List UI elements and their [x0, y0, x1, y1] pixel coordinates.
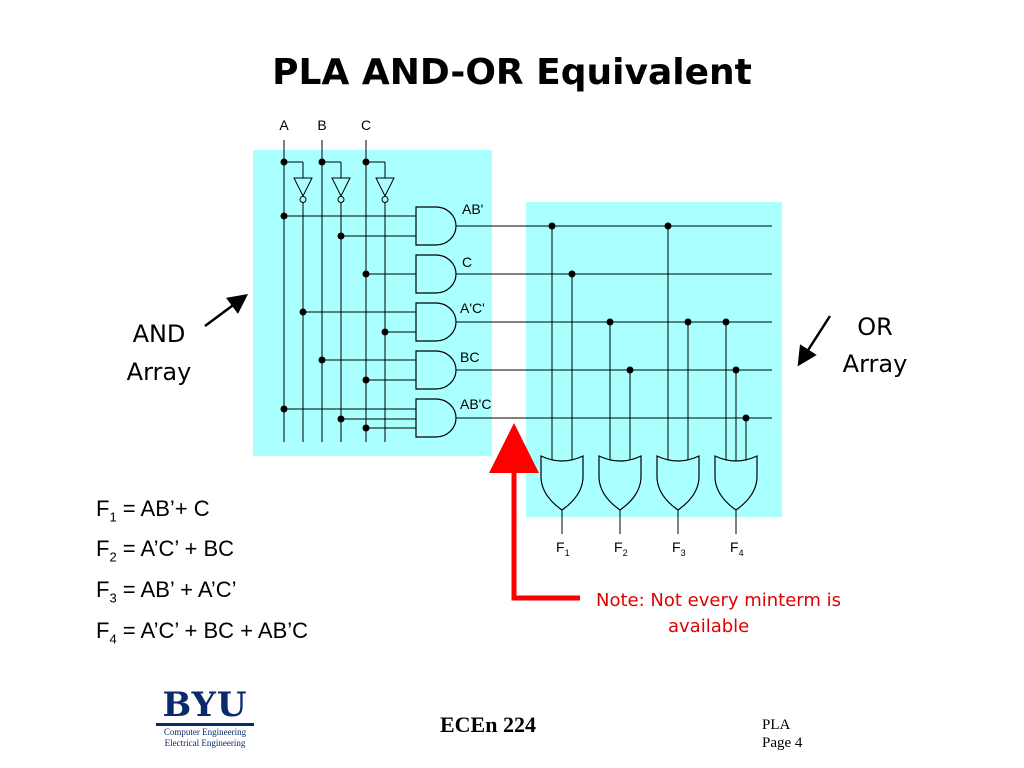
and-connection-dots — [280, 212, 389, 432]
and-gate-1-icon — [415, 206, 457, 246]
logo-dept-2: Electrical Engineering — [164, 738, 246, 748]
and-gate-5-icon — [415, 398, 457, 438]
course-name: ECEn 224 — [440, 712, 536, 737]
note-text: Note: Not every minterm is available — [596, 588, 916, 640]
or-array-pointer-arrow — [797, 315, 832, 367]
byu-logo: BYU Computer Engineering Electrical Engi… — [150, 688, 260, 754]
and-gate-2-icon — [415, 254, 457, 294]
equation-f2: F2 = A’C’ + BC — [96, 536, 235, 565]
page-number: Page 4 — [762, 735, 803, 751]
or-gate-3-icon — [656, 455, 700, 511]
or-array-label-line2: Array — [843, 350, 908, 378]
and-array-pointer-arrow — [204, 294, 249, 328]
and-gate-3-icon — [415, 302, 457, 342]
equation-f3: F3 = AB’ + A’C’ — [96, 577, 237, 606]
product-lines — [456, 225, 772, 419]
equation-f1: F1 = AB’+ C — [96, 496, 210, 525]
byu-logo-text: BYU — [162, 685, 248, 725]
logo-divider — [156, 723, 254, 726]
product-label-1: AB' — [462, 201, 483, 217]
output-label-f4: F4 — [730, 539, 744, 558]
note-line1: Note: Not every minterm is — [596, 590, 842, 611]
and-gate-4-icon — [415, 350, 457, 390]
and-array-region — [253, 150, 492, 456]
product-label-4: BC — [460, 349, 479, 365]
output-label-f1: F1 — [556, 539, 570, 558]
logo-dept-1: Computer Engineering — [163, 727, 247, 737]
product-label-3: A'C' — [460, 300, 485, 316]
input-label-b: B — [317, 117, 326, 133]
note-pointer-arrow — [489, 423, 580, 601]
output-label-f3: F3 — [672, 539, 686, 558]
or-input-lines — [551, 226, 747, 463]
inverter-c-icon — [375, 177, 395, 203]
input-label-c: C — [361, 117, 371, 133]
product-label-5: AB'C — [460, 396, 491, 412]
and-input-lines — [284, 215, 416, 429]
branch-dots — [280, 158, 370, 166]
or-array-label-line1: OR — [857, 313, 893, 341]
inverter-b-icon — [331, 177, 351, 203]
note-line2: available — [668, 616, 750, 637]
equation-f4: F4 = A’C’ + BC + AB’C — [96, 618, 309, 647]
page-topic: PLA — [762, 717, 791, 733]
inverter-a-icon — [293, 177, 313, 203]
input-label-a: A — [279, 117, 289, 133]
and-array-label-line1: AND — [133, 320, 186, 348]
and-array-label-line2: Array — [127, 358, 192, 386]
or-gate-1-icon — [540, 455, 584, 511]
product-label-2: C — [462, 254, 472, 270]
page-title: PLA AND-OR Equivalent — [272, 52, 752, 93]
or-gate-2-icon — [598, 455, 642, 511]
or-gate-4-icon — [714, 455, 758, 511]
or-output-lines — [561, 510, 737, 534]
page-info: PLA Page 4 — [762, 716, 802, 752]
output-label-f2: F2 — [614, 539, 628, 558]
or-connection-dots — [548, 222, 750, 422]
